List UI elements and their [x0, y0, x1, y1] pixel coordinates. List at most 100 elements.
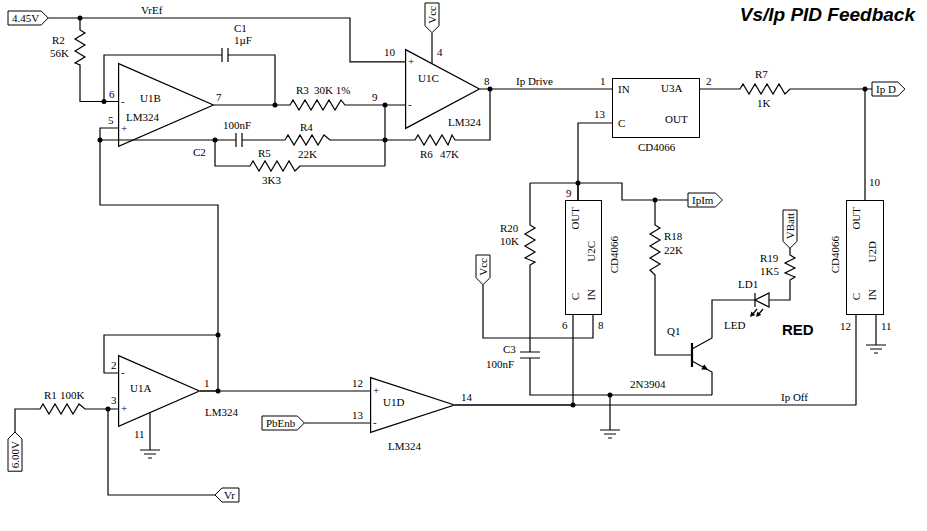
- component-label: LED: [724, 319, 745, 331]
- wire-connector: [200, 390, 370, 391]
- wire: [530, 358, 712, 395]
- component-label: R7: [755, 68, 768, 80]
- component-label: 30K 1%: [314, 84, 350, 96]
- wire-connector: [455, 315, 856, 405]
- resistor-symbol: [75, 18, 118, 102]
- net-flag-outline: [215, 488, 239, 502]
- net-flag: Ip D: [872, 82, 905, 96]
- component-label: C2: [193, 146, 206, 158]
- net-flag-outline: [262, 416, 304, 430]
- node-text: 6.00V: [9, 441, 21, 468]
- capacitor-symbol: [520, 352, 540, 358]
- wire-connector: [483, 285, 593, 338]
- node-text: IN: [866, 289, 878, 301]
- component-label: 4: [437, 46, 443, 58]
- net-flag: PbEnb: [262, 416, 304, 430]
- net-flag-outline: [688, 193, 722, 207]
- component-label: 10K: [500, 235, 519, 247]
- component-label: 11: [881, 320, 892, 332]
- node-text: 4.45V: [12, 12, 39, 24]
- node-text: U1D: [383, 396, 404, 408]
- component-label: 12: [840, 320, 851, 332]
- signal-name: VrEf: [140, 4, 163, 16]
- resistor-symbol: [215, 140, 385, 171]
- op-amp: U1ALM324: [118, 355, 200, 427]
- wire: [228, 55, 275, 105]
- component-label: 14: [461, 391, 472, 403]
- net-flag: VBatt: [783, 210, 797, 248]
- component-label: 100K: [60, 389, 84, 401]
- junction-dot: [383, 103, 388, 108]
- wire-connector: [108, 409, 215, 495]
- node-text: LM324: [126, 111, 159, 123]
- resistor-symbol: [242, 135, 385, 145]
- component-label: 56K: [50, 47, 69, 59]
- node-text: C: [569, 293, 581, 300]
- node-text: Ip D: [876, 83, 896, 95]
- component-label: +: [121, 122, 127, 134]
- component-label: 47K: [440, 148, 459, 160]
- node-text: Vr: [224, 489, 235, 501]
- component-label: 11: [134, 428, 145, 440]
- junction-dot: [273, 103, 278, 108]
- component-label: -: [121, 95, 125, 107]
- component-label: 7: [216, 91, 222, 103]
- analog-switch: INU3ACOUTCD4066: [612, 78, 700, 138]
- component-label: R6: [420, 148, 433, 160]
- component-label: 2: [706, 75, 712, 87]
- diagram-title: Vs/Ip PID Feedback: [740, 4, 915, 26]
- component-label: 2N3904: [630, 378, 665, 390]
- node-text: PbEnb: [266, 417, 295, 429]
- net-flag-outline: [783, 210, 797, 248]
- junction-dot: [383, 138, 388, 143]
- component-label: Q1: [667, 325, 680, 337]
- component-label: 1: [600, 75, 606, 87]
- resistor-symbol: [650, 200, 692, 355]
- component-label: R4: [300, 121, 313, 133]
- component-label: C1: [234, 22, 247, 34]
- component-label: 10: [384, 46, 395, 58]
- wire: [875, 315, 876, 345]
- wire: [530, 182, 578, 183]
- wire: [149, 413, 150, 450]
- net-flag-outline: [872, 82, 905, 96]
- node-text: IN: [585, 289, 597, 301]
- net-flag: Vr: [215, 488, 239, 502]
- wire: [609, 395, 610, 430]
- net-flag: Vcc: [476, 255, 490, 285]
- junction-dot: [608, 393, 613, 398]
- component-label: C3: [503, 343, 516, 355]
- capacitor-symbol: [222, 48, 228, 62]
- component-label: 1K: [757, 97, 770, 109]
- component-label: 9: [372, 91, 378, 103]
- component-label: -: [121, 366, 125, 378]
- component-label: +: [121, 402, 127, 414]
- led-arrowhead: [756, 312, 761, 317]
- component-label: +: [408, 55, 414, 67]
- net-flag-outline: [425, 3, 439, 33]
- op-amp-outline: [119, 64, 214, 147]
- component-label: -: [408, 98, 412, 110]
- node-text: LM324: [388, 440, 421, 452]
- component-label: 5: [108, 114, 114, 126]
- component-label: RED: [782, 322, 814, 338]
- node-text: CD4066: [608, 236, 620, 273]
- component-label: R20: [500, 222, 518, 234]
- component-label: 2: [111, 359, 117, 371]
- node-text: LM324: [205, 406, 238, 418]
- led-arrowhead: [750, 312, 755, 317]
- node-text: CD4066: [829, 236, 841, 273]
- resistor-symbol: [525, 183, 535, 352]
- component-label: R19: [760, 252, 778, 264]
- component-label: 6: [109, 88, 115, 100]
- signal-name: Ip Drive: [515, 75, 554, 87]
- node-text: C: [618, 117, 625, 129]
- node-text: CD4066: [638, 141, 675, 153]
- net-flag: Vcc: [425, 3, 439, 33]
- component-label: 22K: [664, 244, 683, 256]
- component-label: 6: [562, 319, 568, 331]
- capacitor-symbol: [236, 133, 242, 147]
- node-text: U3A: [661, 82, 682, 94]
- component-label: 1K5: [760, 265, 779, 277]
